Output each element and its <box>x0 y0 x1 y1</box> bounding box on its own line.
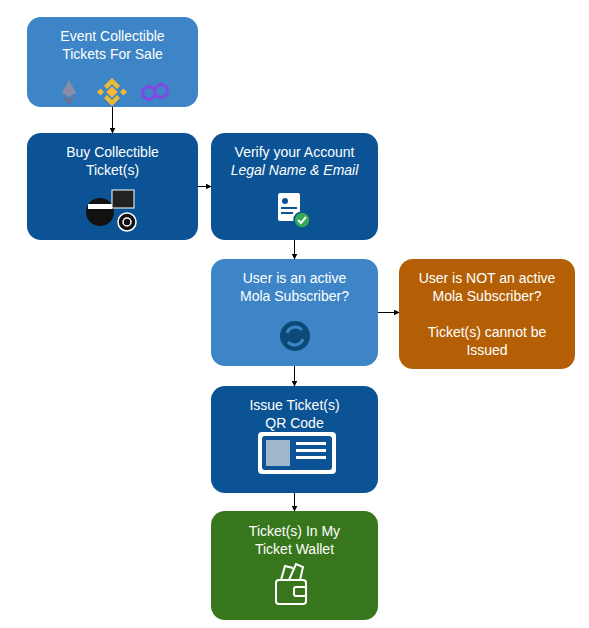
process-box: Verify your AccountLegal Name & Email <box>211 133 378 240</box>
node-note: Ticket(s) cannot be Issued <box>413 323 561 359</box>
flow-arrow <box>294 366 295 386</box>
node-title: User is NOT an active Mola Subscriber? <box>413 269 561 305</box>
flow-arrow <box>378 312 399 313</box>
end-box: Ticket(s) In My Ticket Wallet <box>211 511 378 620</box>
rejection-box: User is NOT an active Mola Subscriber? Ti… <box>399 259 575 369</box>
start-box: Event Collectible Tickets For Sale <box>27 17 198 107</box>
process-box: Buy Collectible Ticket(s) <box>27 133 198 240</box>
decision-box: User is an active Mola Subscriber? <box>211 259 378 366</box>
node-note: Legal Name & Email <box>223 161 366 179</box>
node-title: Verify your Account <box>223 143 366 161</box>
node-title: Issue Ticket(s) QR Code <box>239 396 350 432</box>
flow-arrow <box>294 493 295 511</box>
flow-arrow <box>294 240 295 259</box>
node-title: User is an active Mola Subscriber? <box>231 269 358 305</box>
node-title: Buy Collectible Ticket(s) <box>47 143 178 179</box>
flow-arrow <box>198 186 211 187</box>
node-title: Ticket(s) In My Ticket Wallet <box>239 522 350 558</box>
flow-arrow <box>112 107 113 133</box>
node-title: Event Collectible Tickets For Sale <box>45 27 180 63</box>
process-box: Issue Ticket(s) QR Code <box>211 386 378 493</box>
